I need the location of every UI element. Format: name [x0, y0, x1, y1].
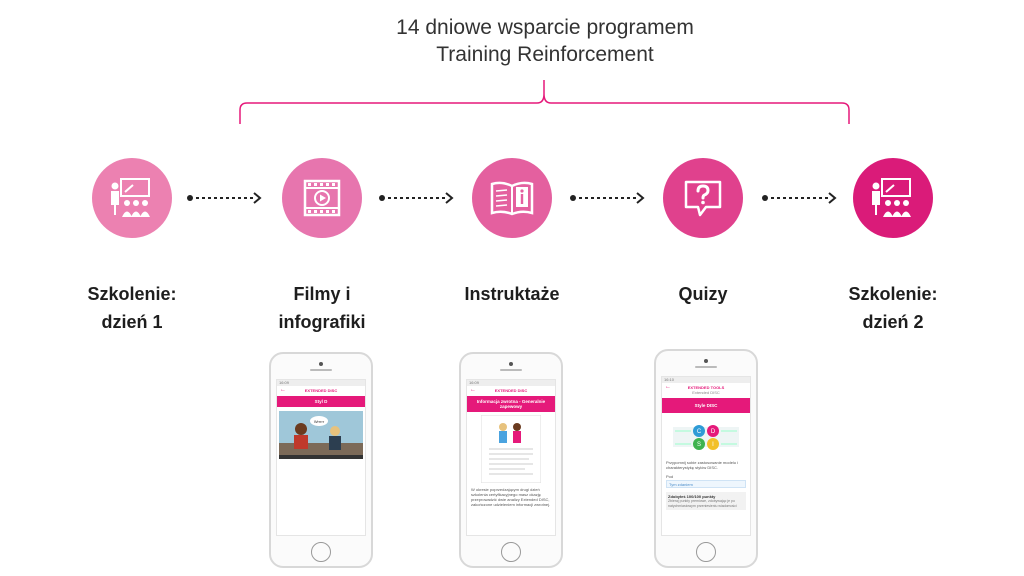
step-circle-instructions — [472, 158, 552, 238]
app-subtitle: Extended DISC — [692, 390, 720, 395]
disc-letter: C — [697, 429, 702, 435]
home-button[interactable] — [696, 542, 716, 562]
arrow-connector — [379, 192, 454, 204]
phone-camera — [704, 359, 708, 363]
screen-title-bar: Styl D — [277, 396, 365, 407]
phone-mockup-quiz: 16:10 ← EXTENDED TOOLS Extended DISC Sty… — [654, 349, 758, 568]
step-label-quizzes: Quizy — [678, 284, 728, 304]
screen-title-bar: Style DISC — [662, 398, 750, 413]
app-header: ← EXTENDED TOOLS Extended DISC — [662, 383, 750, 398]
diagram-title: 14 dniowe wsparcie programem Training Re… — [0, 14, 1024, 68]
title-line-2: Training Reinforcement — [436, 43, 654, 66]
step-label-training-day-2: Szkolenie: dzień 2 — [848, 284, 938, 332]
field-label: Pod — [666, 474, 674, 479]
phone-mockup-films: 16:09 ← EXTENDED DISC Styl D Wrrrrr — [269, 352, 373, 568]
arrow-connector — [570, 192, 645, 204]
book-info-icon — [490, 181, 534, 216]
phone-speaker — [310, 369, 332, 371]
status-bar: 16:09 — [467, 380, 555, 386]
step-circle-films — [282, 158, 362, 238]
phone-speaker — [500, 369, 522, 371]
app-header: ← EXTENDED DISC — [277, 386, 365, 396]
question-icon — [684, 180, 722, 217]
instruction-document-image — [481, 415, 541, 483]
arrow-connector — [762, 192, 837, 204]
phone-screen: 16:09 ← EXTENDED DISC Styl D Wrrrrr — [276, 379, 366, 536]
arrow-connector — [187, 192, 262, 204]
step-circle-quizzes — [663, 158, 743, 238]
screen-body-text: W okresie poprzedzającym drugi dzień szk… — [471, 487, 551, 507]
back-arrow-icon[interactable]: ← — [665, 384, 671, 390]
status-bar: 16:10 — [662, 377, 750, 383]
step-circle-training-day-2 — [853, 158, 933, 238]
video-icon — [303, 179, 341, 217]
timeline-bracket — [239, 80, 850, 124]
presentation-icon — [111, 178, 150, 217]
answer-input[interactable]: Tym zdaniem — [666, 480, 746, 488]
back-arrow-icon[interactable]: ← — [280, 387, 286, 393]
phone-mockup-instructions: 16:09 ← EXTENDED DISC Informacja zwrotna… — [459, 352, 563, 568]
presentation-icon — [872, 178, 911, 217]
step-label-training-day-1: Szkolenie: dzień 1 — [87, 284, 177, 332]
disc-letter: S — [697, 442, 701, 448]
score-text: Zdobyłeś 100/100 punkty — [668, 494, 716, 499]
speech-bubble-text: Wrrrrr — [314, 419, 325, 424]
phone-screen: 16:09 ← EXTENDED DISC Informacja zwrotna… — [466, 379, 556, 536]
phone-camera — [509, 362, 513, 366]
step-label-instructions: Instruktaże — [464, 284, 560, 304]
home-button[interactable] — [311, 542, 331, 562]
score-note: Zbieraj punkty premiowe, zdobywając je p… — [668, 499, 737, 508]
phone-camera — [319, 362, 323, 366]
home-button[interactable] — [501, 542, 521, 562]
back-arrow-icon[interactable]: ← — [470, 387, 476, 393]
screen-body-text: Przypomnij sobie zastosowanie modelu i c… — [666, 460, 739, 470]
title-line-1: 14 dniowe wsparcie programem — [396, 16, 694, 39]
step-label-films: Filmy i infografiki — [278, 284, 366, 332]
disc-model-diagram: C D S I — [673, 425, 739, 450]
app-title: EXTENDED TOOLS — [687, 385, 725, 390]
app-title: EXTENDED DISC — [494, 388, 528, 393]
score-box: Zdobyłeś 100/100 punkty Zbieraj punkty p… — [666, 492, 746, 510]
app-header: ← EXTENDED DISC — [467, 386, 555, 396]
infographic-video-thumbnail[interactable]: Wrrrrr — [279, 411, 363, 459]
screen-title-bar: Informacja zwrotna - Generalnie zapewowy — [467, 396, 555, 412]
status-bar: 16:09 — [277, 380, 365, 386]
phone-speaker — [695, 366, 717, 368]
phone-screen: 16:10 ← EXTENDED TOOLS Extended DISC Sty… — [661, 376, 751, 536]
step-circle-training-day-1 — [92, 158, 172, 238]
disc-letter: D — [711, 429, 716, 435]
app-title: EXTENDED DISC — [304, 388, 338, 393]
disc-letter: I — [712, 442, 714, 448]
